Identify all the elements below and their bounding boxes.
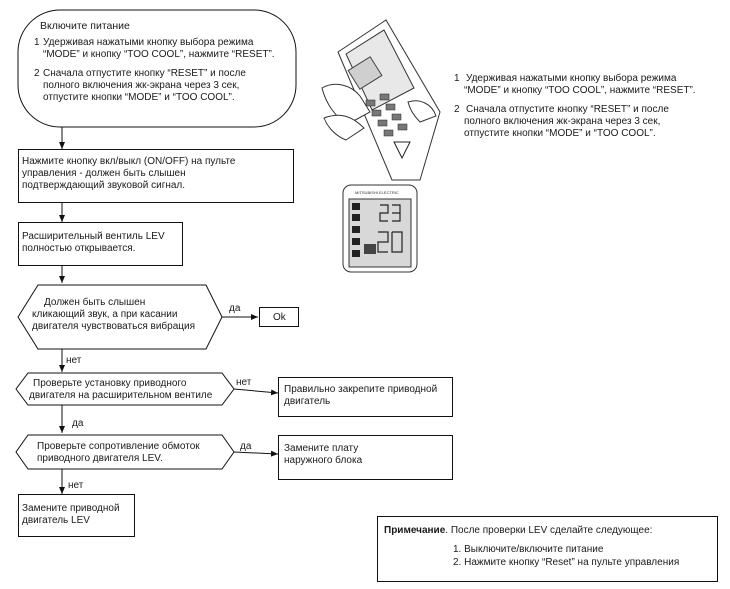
remote-display-illustration (342, 184, 418, 273)
start-step2-num: 2 (34, 68, 40, 79)
note-item1: 1. Выключите/включите питание (453, 544, 604, 555)
sound-line3: двигателя чувствоваться вибрация (32, 321, 195, 332)
winding-action-box: Замените плату наружного блока (278, 435, 453, 480)
side-note2-line3: отпустите кнопки “MODE” и “TOO COOL”. (464, 128, 656, 139)
sound-no-label: нет (66, 355, 82, 366)
mount-action-box: Правильно закрепите приводной двигатель (278, 377, 453, 417)
start-step1-line1: Удерживая нажатыми кнопку выбора режима (43, 37, 254, 48)
mount-action-line1: Правильно закрепите приводной (284, 384, 438, 395)
ok-label: Ok (273, 312, 286, 323)
note-box: Примечание. После проверки LEV сделайте … (377, 516, 718, 582)
remote-hand-illustration (321, 19, 441, 181)
mount-no-label: нет (236, 377, 252, 388)
onoff-line1: Нажмите кнопку вкл/выкл (ON/OFF) на пуль… (22, 156, 236, 167)
sound-line1: Должен быть слышен (44, 297, 146, 308)
mount-action-line2: двигатель (284, 396, 331, 407)
remote-brand-logo: MITSUBISHI ELECTRIC (355, 190, 399, 195)
onoff-line3: подтверждающий звуковой сигнал. (22, 180, 186, 191)
arrow-winding-yes (233, 450, 279, 457)
side-note1-num: 1 (454, 73, 460, 84)
note-item2: 2. Нажмите кнопку “Reset” на пульте упра… (453, 557, 680, 568)
replace-line2: двигатель LEV (22, 515, 90, 526)
start-step1-line2: “MODE” и кнопку “TOO COOL”, нажмите “RES… (43, 49, 275, 60)
replace-motor-box: Замените приводной двигатель LEV (18, 494, 135, 537)
sound-line2: кликающий звук, а при касании (32, 309, 178, 320)
start-step1-num: 1 (34, 37, 40, 48)
start-step2-line3: отпустите кнопки “MODE” и “TOO COOL”. (43, 92, 235, 103)
ok-box: Ok (259, 307, 299, 327)
start-step2-line1: Сначала отпустите кнопку “RESET” и после (43, 68, 246, 79)
side-note2-line1: Сначала отпустите кнопку “RESET” и после (466, 104, 669, 115)
onoff-line2: управления - должен быть слышен (22, 168, 186, 179)
sound-decision-shape (17, 284, 223, 350)
sound-yes-label: да (229, 303, 241, 314)
winding-action-line2: наружного блока (284, 455, 363, 466)
arrow-mount-no (233, 388, 279, 396)
mount-line1: Проверьте установку приводного (33, 378, 187, 389)
winding-decision-shape (15, 434, 235, 470)
winding-no-label: нет (68, 480, 84, 491)
note-text: . После проверки LEV сделайте следующее: (445, 525, 653, 536)
lev-open-box: Расширительный вентиль LEV полностью отк… (18, 222, 183, 266)
side-note1-line1: Удерживая нажатыми кнопку выбора режима (466, 73, 677, 84)
onoff-box: Нажмите кнопку вкл/выкл (ON/OFF) на пуль… (18, 149, 294, 203)
winding-action-line1: Замените плату (284, 443, 359, 454)
side-note2-line2: полного включения жк-экрана через 3 сек, (464, 116, 661, 127)
start-title: Включите питание (40, 20, 130, 32)
mount-decision-shape (15, 372, 235, 406)
mount-yes-label: да (72, 418, 84, 429)
note-label: Примечание (384, 525, 446, 536)
note-header: Примечание. После проверки LEV сделайте … (384, 525, 652, 538)
start-step2-line2: полного включения жк-экрана через 3 сек, (43, 80, 240, 91)
lev-line2: полностью открывается. (22, 243, 136, 254)
winding-line2: приводного двигателя LEV. (37, 453, 163, 464)
mount-line2: двигателя на расширительном вентиле (29, 390, 213, 401)
replace-line1: Замените приводной (22, 503, 120, 514)
side-note1-line2: “MODE” и кнопку “TOO COOL”, нажмите “RES… (464, 85, 696, 96)
side-note2-num: 2 (454, 104, 460, 115)
winding-yes-label: да (240, 441, 252, 452)
winding-line1: Проверьте сопротивление обмоток (37, 441, 200, 452)
start-box-shape (17, 9, 297, 128)
lev-line1: Расширительный вентиль LEV (22, 231, 165, 242)
